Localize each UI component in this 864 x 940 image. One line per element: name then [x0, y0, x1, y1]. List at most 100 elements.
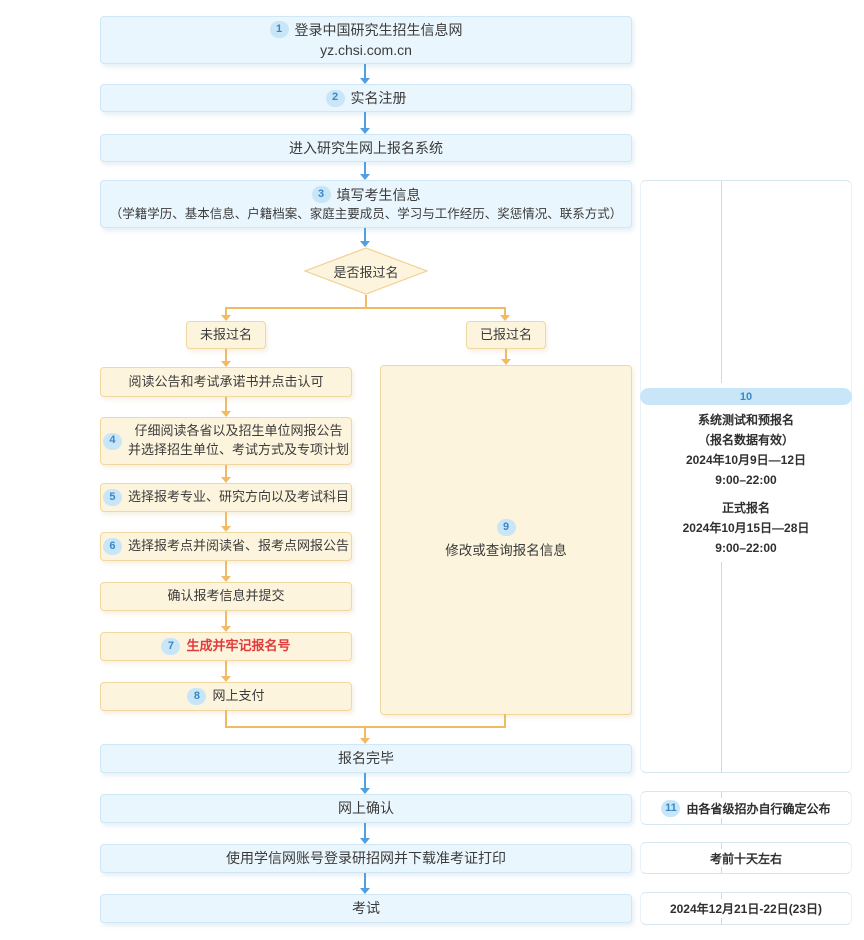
arrow-down-icon — [221, 661, 231, 682]
step-10-badge: 10 — [640, 388, 852, 405]
arrow-down-icon — [360, 823, 370, 844]
arrow-down-icon — [221, 561, 231, 582]
flow-step-online-confirm: 网上确认 — [100, 794, 632, 823]
flow-step-login-label: 登录中国研究生招生信息网 — [294, 21, 463, 38]
annotation-10-date1: 2024年10月9日—12日 — [685, 453, 807, 467]
annotation-tick — [721, 792, 722, 798]
arrow-down-icon — [500, 308, 510, 321]
flow-step-fill-info-line1: 3 填写考生信息 — [311, 185, 421, 205]
flow-step-login-line1: 1 登录中国研究生招生信息网 — [269, 20, 463, 40]
flow-step-choose-major-label: 选择报考专业、研究方向以及考试科目 — [127, 489, 349, 505]
flow-step-remember-number: 7 生成并牢记报名号 — [100, 632, 352, 661]
annotation-tick — [721, 918, 722, 924]
arrow-down-icon — [221, 465, 231, 483]
flow-step-confirm-submit: 确认报考信息并提交 — [100, 582, 352, 611]
decision-registered-before: 是否报过名 — [304, 247, 428, 295]
arrow-down-icon — [360, 228, 370, 247]
flow-step-read-bulletins-text: 仔细阅读各省以及招生单位网报公告 并选择招生单位、考试方式及专项计划 — [128, 422, 349, 460]
flow-step-done-label: 报名完毕 — [338, 750, 394, 767]
branch-registered-label: 已报过名 — [479, 326, 532, 342]
annotation-10: 10 系统测试和预报名 （报名数据有效） 2024年10月9日—12日 9:00… — [640, 388, 852, 558]
step-3-badge: 3 — [311, 186, 331, 204]
annotation-tick — [721, 893, 722, 899]
annotation-12: 考前十天左右 — [641, 843, 851, 873]
flow-step-remember-number-label: 生成并牢记报名号 — [186, 638, 291, 654]
annotation-10-time1: 9:00–22:00 — [715, 473, 777, 487]
flow-step-read-notice-label: 阅读公告和考试承诺书并点击认可 — [128, 373, 324, 389]
arrow-down-icon — [360, 112, 370, 134]
flow-step-modify-query-label: 修改或查询报名信息 — [445, 543, 567, 559]
annotation-10-time2: 9:00–22:00 — [715, 541, 777, 555]
arrow-down-icon — [221, 611, 231, 632]
annotation-tick — [721, 867, 722, 873]
step-1-badge: 1 — [269, 21, 289, 39]
spacer — [640, 490, 852, 498]
annotation-12-label: 考前十天左右 — [709, 851, 782, 866]
annotation-12-box: 考前十天左右 — [640, 842, 852, 874]
branch-not-registered: 未报过名 — [186, 321, 266, 349]
flow-step-exam: 考试 — [100, 894, 632, 923]
annotation-11: 11 由各省级招办自行确定公布 — [641, 792, 851, 824]
annotation-13-box: 2024年12月21日-22日(23日) — [640, 892, 852, 925]
flow-step-read-bulletins: 4 仔细阅读各省以及招生单位网报公告 并选择招生单位、考试方式及专项计划 — [100, 417, 352, 465]
step-6-badge: 6 — [102, 538, 122, 555]
annotation-10-date2: 2024年10月15日—28日 — [682, 521, 810, 535]
flow-step-exam-label: 考试 — [352, 900, 380, 917]
connector-line — [225, 307, 506, 309]
flow-step-choose-site: 6 选择报考点并阅读省、报考点网报公告 — [100, 532, 352, 561]
flow-step-confirm-submit-label: 确认报考信息并提交 — [167, 588, 285, 604]
connector-line — [225, 710, 227, 728]
arrow-down-icon — [360, 773, 370, 794]
arrow-down-icon — [360, 64, 370, 84]
arrow-down-icon — [221, 349, 231, 367]
annotation-connector-line — [721, 181, 722, 383]
flow-step-download-print: 使用学信网账号登录研招网并下载准考证打印 — [100, 844, 632, 873]
annotation-10-note: （报名数据有效） — [697, 433, 794, 447]
annotation-11-label: 由各省级招办自行确定公布 — [686, 801, 831, 816]
arrow-down-icon — [221, 512, 231, 532]
flow-step-enter-system: 进入研究生网上报名系统 — [100, 134, 632, 162]
annotation-10-title2: 正式报名 — [721, 501, 770, 515]
step-7-badge: 7 — [161, 638, 181, 655]
arrow-down-icon — [221, 397, 231, 417]
annotation-13-label: 2024年12月21日-22日(23日) — [669, 902, 823, 916]
annotation-connector-line — [721, 562, 722, 772]
annotation-tick — [721, 818, 722, 824]
annotation-frame-10 — [640, 180, 852, 773]
arrow-down-icon — [221, 308, 231, 321]
flow-step-online-confirm-label: 网上确认 — [338, 800, 394, 817]
connector-line — [504, 714, 506, 728]
flow-step-choose-major: 5 选择报考专业、研究方向以及考试科目 — [100, 483, 352, 512]
flow-step-choose-site-label: 选择报考点并阅读省、报考点网报公告 — [127, 538, 349, 554]
annotation-10-title: 系统测试和预报名 — [697, 413, 794, 427]
step-4-badge: 4 — [102, 432, 122, 450]
flow-step-register-label: 实名注册 — [350, 89, 407, 106]
flow-step-online-pay: 8 网上支付 — [100, 682, 352, 711]
annotation-tick — [721, 843, 722, 849]
flow-step-fill-info: 3 填写考生信息 （学籍学历、基本信息、户籍档案、家庭主要成员、学习与工作经历、… — [100, 180, 632, 228]
connector-line — [365, 295, 367, 308]
decision-label: 是否报过名 — [333, 264, 399, 280]
arrow-down-icon — [360, 162, 370, 180]
branch-registered: 已报过名 — [466, 321, 546, 349]
diamond-shape-icon — [304, 247, 428, 295]
branch-not-registered-label: 未报过名 — [199, 326, 252, 342]
step-5-badge: 5 — [102, 489, 122, 506]
flow-step-read-notice: 阅读公告和考试承诺书并点击认可 — [100, 367, 352, 397]
flow-step-read-bulletins-line1: 仔细阅读各省以及招生单位网报公告 — [134, 423, 343, 439]
flow-step-login-url: yz.chsi.com.cn — [320, 42, 412, 58]
flow-step-done: 报名完毕 — [100, 744, 632, 773]
flow-step-enter-label: 进入研究生网上报名系统 — [289, 139, 443, 156]
step-2-badge: 2 — [325, 89, 345, 107]
arrow-down-icon — [501, 349, 511, 365]
flow-step-fill-info-label: 填写考生信息 — [336, 186, 421, 203]
flow-step-read-bulletins-line2: 并选择招生单位、考试方式及专项计划 — [127, 442, 349, 457]
flow-step-login: 1 登录中国研究生招生信息网 yz.chsi.com.cn — [100, 16, 632, 64]
arrow-down-icon — [360, 727, 370, 744]
flow-step-online-pay-label: 网上支付 — [212, 688, 265, 704]
step-11-badge: 11 — [661, 799, 681, 817]
step-9-badge: 9 — [496, 519, 516, 537]
flow-step-modify-query: 9 修改或查询报名信息 — [380, 365, 632, 715]
annotation-13: 2024年12月21日-22日(23日) — [641, 893, 851, 924]
